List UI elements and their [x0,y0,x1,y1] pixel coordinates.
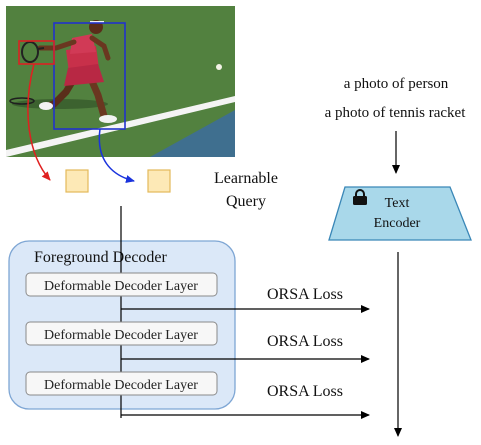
learnable-query-label-1: Learnable [214,170,278,187]
decoder-layer-1-label: Deformable Decoder Layer [44,279,198,294]
foreground-decoder-title: Foreground Decoder [34,249,168,266]
prompt-tennis-racket: a photo of tennis racket [325,105,467,121]
orsa-loss-label-3: ORSA Loss [267,383,343,400]
learnable-query-box-2 [148,170,170,192]
orsa-loss-label-1: ORSA Loss [267,286,343,303]
decoder-layer-2-label: Deformable Decoder Layer [44,328,198,343]
learnable-query-label-2: Query [226,193,266,210]
prompt-person: a photo of person [344,76,449,92]
text-encoder-block [329,187,471,240]
text-encoder-label-line1: Text [385,196,410,211]
decoder-layer-3-label: Deformable Decoder Layer [44,378,198,393]
text-encoder-label-line2: Encoder [374,216,421,231]
tennis-player-photo [6,6,235,157]
orsa-loss-label-2: ORSA Loss [267,333,343,350]
learnable-query-box-1 [66,170,88,192]
